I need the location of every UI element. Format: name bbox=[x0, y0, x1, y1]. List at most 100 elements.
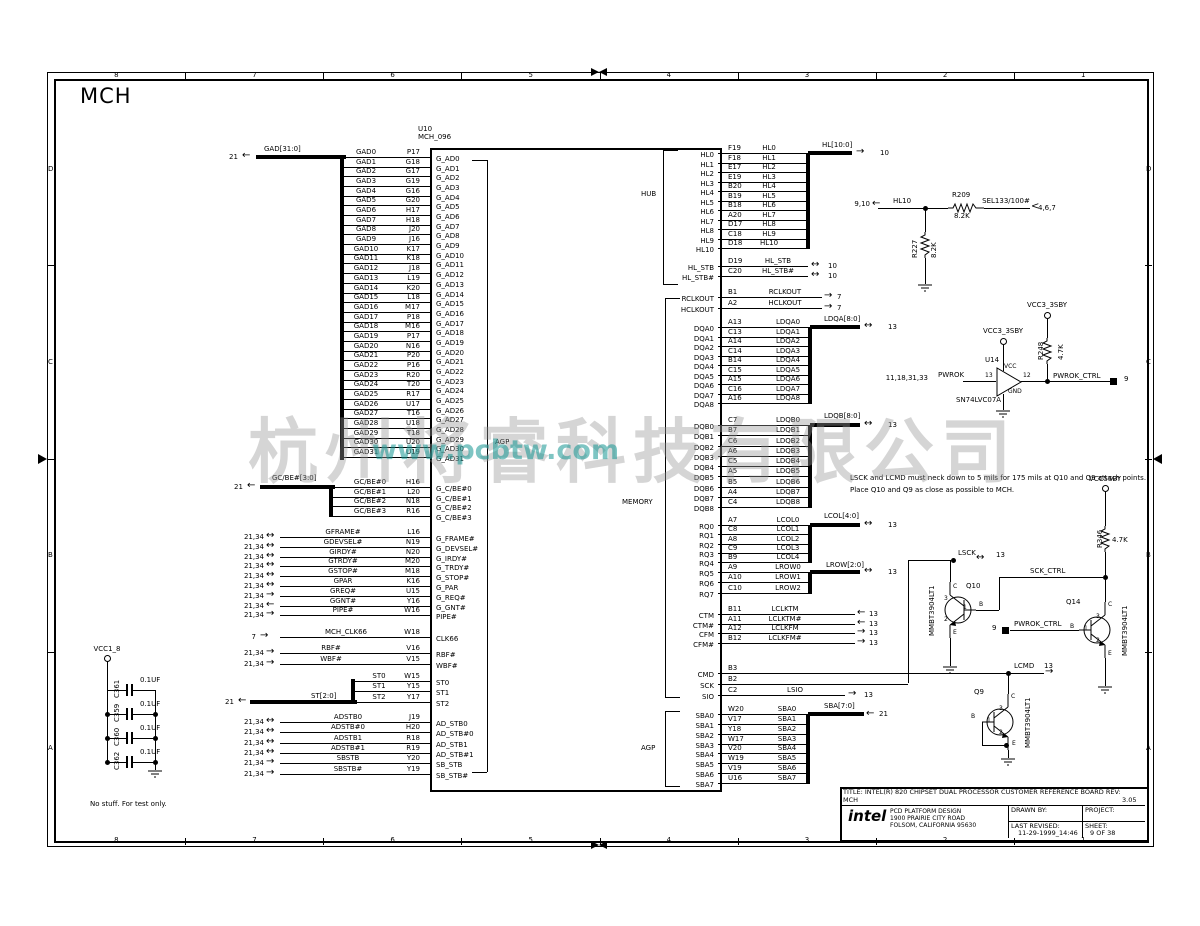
sheet-refs: 21,34 bbox=[243, 770, 264, 778]
net-label: HL6 bbox=[762, 201, 776, 209]
wire bbox=[908, 560, 951, 561]
pin-letter: E bbox=[1108, 650, 1112, 657]
junction-dot bbox=[1045, 379, 1050, 384]
resistor-refdes: R209 bbox=[952, 191, 971, 199]
net-label: GAD0 bbox=[355, 148, 377, 156]
page-title: MCH bbox=[80, 84, 132, 108]
chip-pin-name: G_AD4 bbox=[436, 194, 460, 202]
pin-number: A10 bbox=[728, 573, 742, 581]
chip-pin-name: SBA1 bbox=[695, 722, 715, 730]
pin-number: M18 bbox=[405, 567, 420, 575]
wire bbox=[718, 724, 810, 725]
net-label: GAD4 bbox=[355, 187, 377, 195]
chip-pin-name: HL0 bbox=[700, 151, 714, 159]
sheet-refs: 21,34 bbox=[243, 533, 264, 541]
net-label: LDQA2 bbox=[775, 337, 801, 345]
net-label: LCOL4 bbox=[776, 553, 800, 561]
pin-number: M17 bbox=[405, 303, 420, 311]
pin-number: C14 bbox=[728, 347, 742, 355]
title-block-divider bbox=[1008, 821, 1145, 822]
net-label: LCOL2 bbox=[776, 535, 800, 543]
wire bbox=[718, 773, 810, 774]
pin-number: U17 bbox=[405, 400, 420, 408]
wire bbox=[999, 577, 1103, 578]
sheet-refs: 11,18,31,33 bbox=[885, 374, 928, 382]
sheet-refs: 21,34 bbox=[243, 611, 264, 619]
sheet-refs: 21 bbox=[225, 698, 234, 706]
sheet-refs: 13 bbox=[869, 629, 878, 637]
resistor-symbol bbox=[1041, 338, 1053, 364]
net-label: GIRDY# bbox=[329, 548, 357, 556]
chip-pin-name: SIO bbox=[701, 693, 714, 701]
no-stuff-note: No stuff. For test only. bbox=[90, 800, 167, 808]
chip-pin-name: G_AD3 bbox=[436, 184, 460, 192]
resistor-value: 4.7K bbox=[1057, 344, 1065, 360]
chip-pin-name: G_AD7 bbox=[436, 223, 460, 231]
bus-wire bbox=[808, 327, 812, 404]
pin-number: F19 bbox=[728, 144, 741, 152]
chip-pin-name: HL2 bbox=[700, 170, 714, 178]
wire bbox=[355, 681, 430, 682]
pin-number: 3 bbox=[999, 705, 1003, 712]
zone-number: 1 bbox=[1080, 836, 1086, 844]
capacitor-refdes: C359 bbox=[113, 703, 121, 722]
zone-letter: D bbox=[48, 164, 54, 173]
pin-number: C8 bbox=[728, 525, 738, 533]
pin-number: R16 bbox=[406, 507, 420, 515]
wire bbox=[344, 389, 430, 390]
chip-pin-name: SBA3 bbox=[695, 742, 715, 750]
wire bbox=[280, 732, 430, 733]
chip-pin-name: HL6 bbox=[700, 208, 714, 216]
wire bbox=[344, 196, 430, 197]
arrow: ← bbox=[247, 480, 256, 491]
pin-number: H18 bbox=[405, 216, 420, 224]
company-address: PCD PLATFORM DESIGN bbox=[890, 808, 962, 815]
pin-number: N20 bbox=[405, 548, 420, 556]
pin-number: Y19 bbox=[406, 765, 420, 773]
pin-number: B14 bbox=[728, 356, 742, 364]
zone-letter: B bbox=[1146, 551, 1151, 560]
wire bbox=[280, 664, 430, 665]
bus-wire bbox=[250, 700, 357, 704]
net-label: LDQA8 bbox=[775, 394, 801, 402]
wire bbox=[344, 283, 430, 284]
wire bbox=[878, 208, 948, 209]
wire bbox=[344, 322, 430, 323]
arrow: ← bbox=[857, 607, 866, 618]
power-symbol bbox=[1000, 338, 1007, 345]
net-label: GC/BE#0 bbox=[353, 478, 387, 486]
ground-symbol bbox=[147, 770, 163, 779]
pin-number: D18 bbox=[728, 239, 743, 247]
sheet-refs: 7 bbox=[837, 304, 842, 312]
pin-number: 13 bbox=[985, 372, 993, 379]
ground-symbol bbox=[995, 410, 1011, 419]
component-part-name: MCH_096 bbox=[418, 133, 452, 141]
pin-letter: B bbox=[971, 713, 976, 720]
zone-letter: D bbox=[1146, 164, 1152, 173]
net-label: GAD29 bbox=[353, 429, 379, 437]
pin-number: U16 bbox=[728, 774, 743, 782]
zone-number: 2 bbox=[942, 836, 948, 844]
net-label: LDQB6 bbox=[775, 478, 801, 486]
sheet-refs: 10 bbox=[828, 272, 837, 280]
section-bracket bbox=[665, 711, 666, 786]
pin-number: B20 bbox=[728, 182, 742, 190]
wire bbox=[1105, 492, 1106, 526]
zone-tick bbox=[1145, 652, 1152, 653]
wire bbox=[1105, 577, 1106, 602]
net-label: GAD23 bbox=[353, 371, 379, 379]
zone-tick bbox=[47, 459, 54, 460]
net-label: GFRAME# bbox=[325, 528, 361, 536]
pin-number: A5 bbox=[728, 467, 738, 475]
net-label: HL9 bbox=[762, 230, 776, 238]
arrow: → bbox=[266, 657, 275, 668]
zone-tick bbox=[1014, 838, 1015, 845]
wire bbox=[718, 229, 810, 230]
sheet-refs: 21 bbox=[879, 710, 888, 718]
chip-pin-name: G_AD2 bbox=[436, 174, 460, 182]
net-label: GC/BE#1 bbox=[353, 488, 387, 496]
pin-number: G17 bbox=[405, 167, 420, 175]
net-label: GAD5 bbox=[355, 196, 377, 204]
pin-number: A9 bbox=[728, 563, 738, 571]
arrow: ← bbox=[238, 695, 247, 706]
